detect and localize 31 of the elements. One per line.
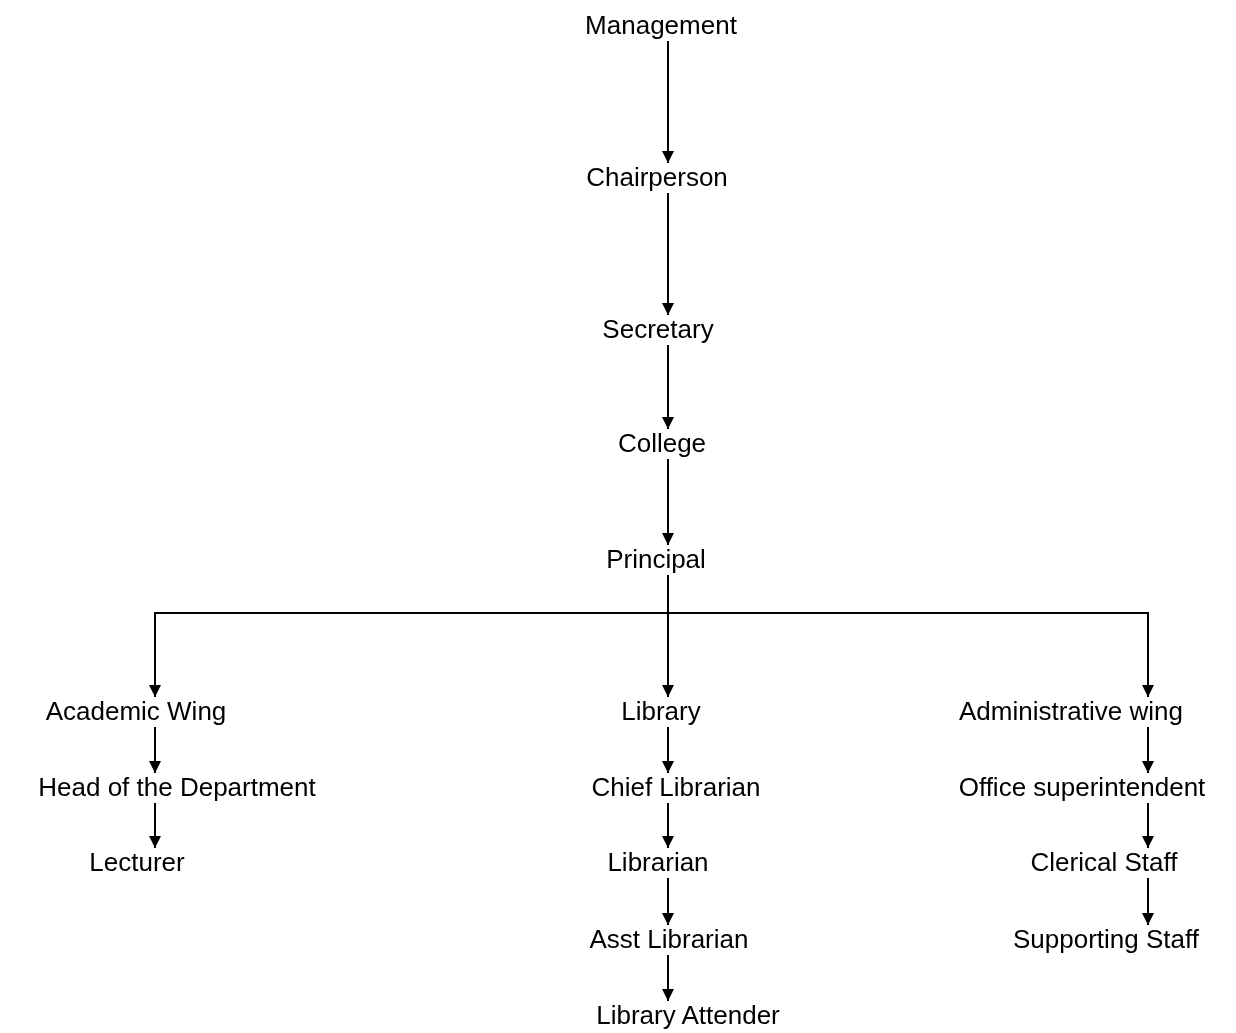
role-label: Supporting Staff [1011, 925, 1201, 955]
arrow [149, 725, 161, 774]
role-label: Clerical Staff [1028, 848, 1180, 878]
arrow [662, 953, 674, 1002]
arrow [662, 725, 674, 774]
role-label: Academic Wing [43, 697, 229, 727]
role-label: Office superintendent [956, 773, 1208, 803]
arrow [662, 343, 674, 430]
arrow [662, 191, 674, 316]
arrow [667, 573, 1154, 698]
arrow [662, 801, 674, 849]
arrow [1142, 801, 1154, 849]
role-label: Head of the Department [36, 773, 318, 803]
role-label: Principal [604, 545, 708, 575]
role-label: Asst Librarian [587, 925, 751, 955]
role-label: Management [583, 11, 739, 41]
arrow [1142, 876, 1154, 926]
role-label: Library [619, 697, 703, 727]
role-label: Administrative wing [957, 697, 1185, 727]
role-label: College [615, 429, 709, 459]
arrow [662, 39, 674, 164]
role-label: Library Attender [594, 1001, 782, 1031]
role-label: Lecturer [87, 848, 187, 878]
role-label: Librarian [605, 848, 711, 878]
arrow [662, 876, 674, 926]
arrow [149, 801, 161, 849]
role-label: Secretary [600, 315, 716, 345]
role-label: Chief Librarian [589, 773, 763, 803]
arrow [1142, 725, 1154, 774]
arrow [662, 457, 674, 546]
role-label: Chairperson [584, 163, 730, 193]
